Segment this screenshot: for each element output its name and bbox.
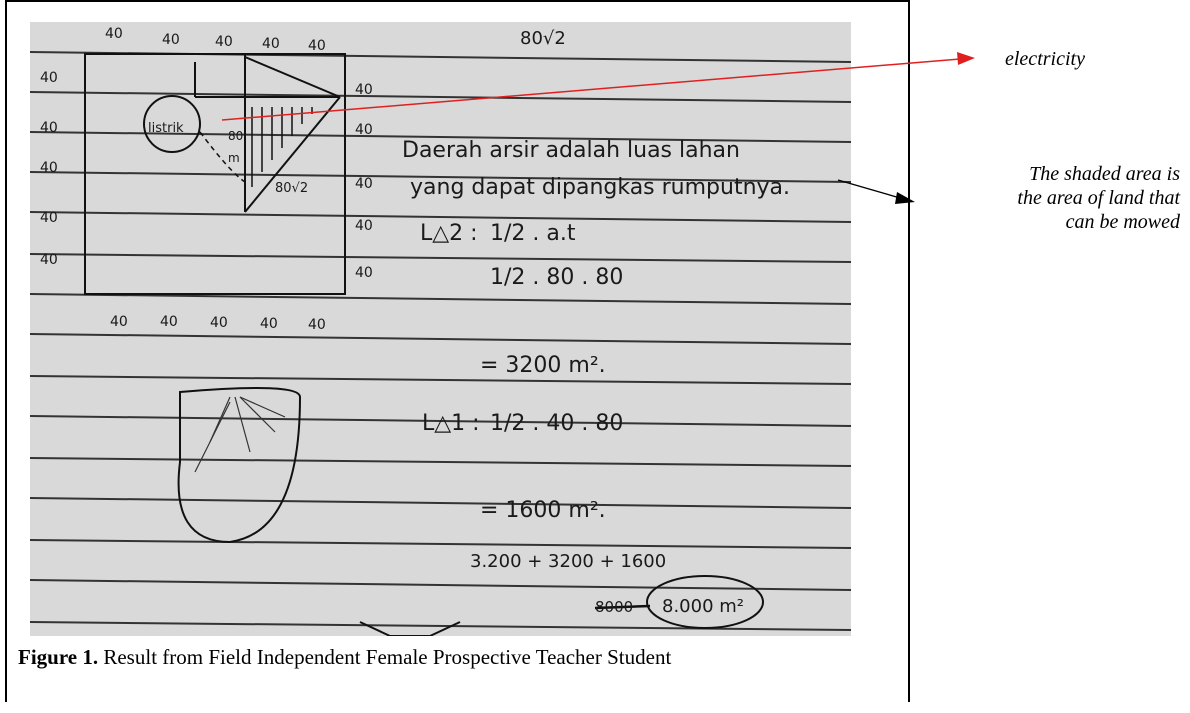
left-label: 40 [40, 70, 58, 86]
sum-expression: 3.200 + 3200 + 1600 [470, 551, 666, 572]
answer-ellipse [646, 575, 764, 629]
solution-line-1: Daerah arsir adalah luas lahan [402, 138, 740, 163]
top-expression: 80√2 [520, 28, 566, 49]
figure-label: Figure 1. [18, 645, 99, 669]
bottom-label: 40 [308, 317, 326, 333]
top-label: 40 [215, 34, 233, 50]
struck-value: 8000 [595, 598, 633, 616]
bottom-label: 40 [260, 316, 278, 332]
caption-text: Result from Field Independent Female Pro… [103, 645, 672, 669]
top-label: 40 [162, 32, 180, 48]
left-label: 40 [40, 160, 58, 176]
sketch-shape [177, 387, 302, 544]
annotation-line: The shaded area is [1029, 163, 1180, 185]
area-2-label: L△2 : [420, 221, 478, 246]
area-1-label: L△1 : [422, 411, 480, 436]
right-label: 40 [355, 122, 373, 138]
top-label: 40 [308, 38, 326, 54]
result-2: = 1600 m². [480, 498, 606, 523]
annotation-line: can be mowed [1065, 211, 1180, 233]
handwritten-solution: 80√2 Daerah arsir adalah luas lahan yang… [402, 28, 790, 617]
left-label: 40 [40, 252, 58, 268]
top-label: 40 [105, 26, 123, 42]
dimension-labels: 40 40 40 40 40 40 40 40 40 40 40 40 40 4… [40, 26, 373, 333]
annotation-line: the area of land that [1017, 187, 1180, 209]
shaded-triangle [251, 107, 313, 187]
ruled-lines [30, 51, 851, 631]
black-arrow-line [837, 179, 901, 199]
result-1: = 3200 m². [480, 353, 606, 378]
final-answer: 8.000 m² [662, 596, 744, 617]
left-label: 40 [40, 120, 58, 136]
right-label: 40 [355, 218, 373, 234]
electricity-circle [143, 95, 201, 153]
figure-frame [5, 0, 910, 702]
photo-drawing: 40 40 40 40 40 40 40 40 40 40 40 40 40 4… [30, 26, 851, 636]
red-arrowhead [957, 52, 975, 65]
inner-80: 80 [228, 129, 243, 143]
bottom-label: 40 [160, 314, 178, 330]
formula-3: 1/2 . 40 . 80 [490, 411, 623, 436]
left-label: 40 [40, 210, 58, 226]
electricity-annotation: electricity [1005, 48, 1085, 70]
top-label: 40 [262, 36, 280, 52]
red-arrow-line [221, 58, 961, 121]
bottom-label: 40 [110, 314, 128, 330]
handwritten-photo: 40 40 40 40 40 40 40 40 40 40 40 40 40 4… [30, 22, 851, 636]
bottom-label: 40 [210, 315, 228, 331]
right-label: 40 [355, 82, 373, 98]
inner-m: m [228, 151, 240, 165]
diag-label: 80√2 [275, 181, 308, 196]
black-arrowhead [895, 192, 915, 204]
shaded-area-annotation: The shaded area is the area of land that… [920, 162, 1180, 234]
figure-caption: Figure 1. Result from Field Independent … [18, 645, 671, 670]
solution-line-2: yang dapat dipangkas rumputnya. [410, 175, 790, 200]
field-rectangle [84, 53, 346, 295]
formula-1: 1/2 . a.t [490, 221, 576, 246]
circle-word: listrik [148, 121, 184, 136]
formula-2: 1/2 . 80 . 80 [490, 265, 623, 290]
right-label: 40 [355, 176, 373, 192]
right-label: 40 [355, 265, 373, 281]
